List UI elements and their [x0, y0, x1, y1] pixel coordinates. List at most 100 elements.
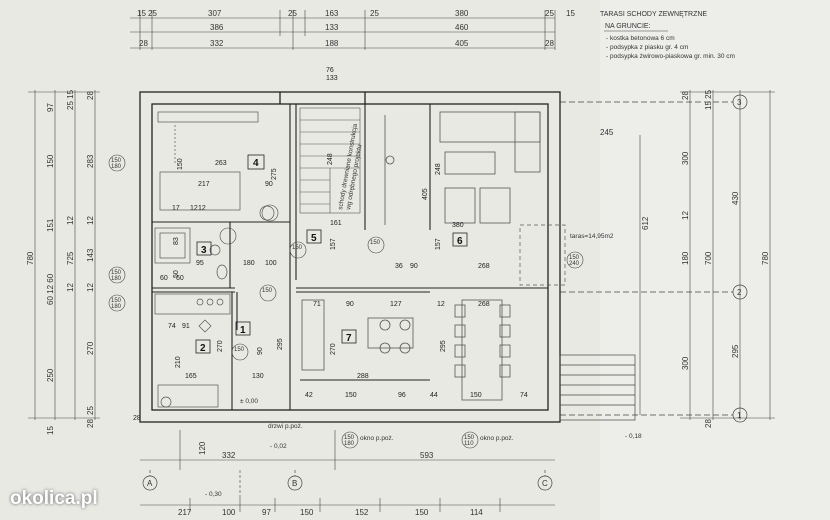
bubble-3-bot: 180: [111, 304, 122, 310]
room-number-2: 2: [200, 343, 206, 354]
dim-top-row3-3: 188: [325, 39, 339, 48]
misc-dim-5: 12: [437, 301, 445, 308]
room3-dim-1: 83: [173, 237, 180, 245]
axis-label-c: C: [542, 479, 548, 488]
room3-dim-3: 50: [173, 270, 180, 278]
misc-dim-20: 100: [265, 260, 277, 267]
exterior-steps: [559, 354, 636, 421]
room1-dim-1: 90: [257, 347, 264, 355]
room2-dim-1: 270: [217, 340, 224, 352]
misc-dim-21: 28: [133, 415, 141, 422]
bubble-5-top: 150: [344, 435, 355, 441]
bubble-2-top: 150: [111, 270, 122, 276]
dim-right-outer: 780: [761, 251, 770, 265]
dim-left-edge-4: 12: [66, 283, 75, 292]
window-label-2: okno p.poż.: [480, 435, 514, 442]
interior-walls: [152, 104, 548, 410]
dim-right-inner-3: 700: [704, 251, 713, 265]
dim-top-7: 380: [455, 9, 469, 18]
dim-left-inner2-6: 25: [86, 406, 95, 415]
misc-dim-4: 90: [346, 301, 354, 308]
bubble-3-top: 150: [111, 298, 122, 304]
dim-top-row2-1: 386: [210, 23, 224, 32]
furniture-stairs: [299, 107, 361, 214]
axis-label-b: B: [292, 479, 297, 488]
room4-dim-4: 90: [265, 181, 273, 188]
axis-label-2: 2: [737, 288, 742, 297]
axis-label-a: A: [147, 479, 153, 488]
bubble-4-top: 150: [569, 255, 580, 261]
dim-left-mid-3: 151: [46, 218, 55, 232]
dim-bottom-row2-6: 150: [415, 508, 429, 517]
misc-dim-1: 74: [168, 323, 176, 330]
top-dimension-row1: 15 25 307 25 163 25 380 25 15: [137, 9, 575, 18]
room-number-6: 6: [457, 236, 463, 247]
furniture-dining-table: [454, 299, 511, 401]
dim-top-row2-3: 460: [455, 23, 469, 32]
level-mark-3: - 0,30: [205, 491, 222, 498]
room2-dim-4: 130: [252, 373, 264, 380]
room4-dim-3: 217: [198, 181, 210, 188]
bubble-1-bot: 180: [111, 164, 122, 170]
right-dimension-lines: [639, 90, 775, 420]
terrace-area-label: taras=14,95m2: [570, 233, 614, 240]
misc-dim-15: 60: [176, 275, 184, 282]
room2-dim-3: 165: [185, 373, 197, 380]
left-dimension-lines: [28, 90, 100, 420]
misc-dim-12: 180: [243, 260, 255, 267]
room6-dim-5: 380: [452, 222, 464, 229]
room6-dim-3: 157: [435, 238, 442, 250]
misc-dimensions: 74 91 71 90 12 42 150 96 44 150 74 180 3…: [133, 67, 528, 422]
room1-dim-2: 295: [277, 338, 284, 350]
dim-bottom-row2-3: 97: [262, 508, 271, 517]
room6-dim-1: 405: [422, 188, 429, 200]
top-dimension-row3: 28 332 188 405 28: [139, 39, 554, 48]
dim-left-mid-2: 150: [46, 154, 55, 168]
dim-right-inner-1: 300: [681, 151, 690, 165]
dim-bottom-row2-1: 217: [178, 508, 192, 517]
dim-top-8: 25: [545, 9, 554, 18]
room6-dim-2: 248: [435, 163, 442, 175]
dimension-bubbles: [108, 154, 584, 449]
axis-label-3: 3: [737, 98, 742, 107]
bubble-2-bot: 180: [111, 276, 122, 282]
dim-left-edge-5: 28: [86, 419, 95, 428]
level-mark-2: - 0,02: [270, 443, 287, 450]
room-number-5: 5: [311, 233, 317, 244]
dim-top-row3-1: 28: [139, 39, 148, 48]
bottom-dimension-labels: 120 332 593 217 100 97 150 152 150 114: [178, 441, 483, 517]
room7-dim-4: 127: [390, 301, 402, 308]
bubble-10: 150: [370, 240, 381, 246]
misc-dim-6: 42: [305, 392, 313, 399]
dim-bottom-row2-5: 152: [355, 508, 369, 517]
dim-right-edge-4: 28: [704, 419, 713, 428]
dim-left-inner2-3: 143: [86, 248, 95, 262]
room4-dim-1: 263: [215, 160, 227, 167]
dim-right-side-2: 245: [600, 128, 614, 137]
dim-top-row3-5: 28: [545, 39, 554, 48]
room7-dim-3: 295: [440, 340, 447, 352]
misc-dim-13: 36: [395, 263, 403, 270]
bottom-dimension-lines: [140, 430, 555, 512]
dim-top-row2-2: 133: [325, 23, 339, 32]
dim-right-mid-1: 430: [731, 191, 740, 205]
axis-markers: [142, 94, 748, 491]
room-number-3: 3: [201, 245, 207, 256]
misc-dim-8: 96: [398, 392, 406, 399]
bubble-1-top: 150: [111, 158, 122, 164]
window-label-1: okno p.poż.: [360, 435, 394, 442]
axis-label-1: 1: [737, 411, 742, 420]
furniture-living-room: [384, 111, 541, 225]
dim-left-inner2-5: 270: [86, 341, 95, 355]
dim-left-inner2-2: 12: [86, 216, 95, 225]
room7-dim-1: 270: [330, 343, 337, 355]
dim-top-1: 15: [137, 9, 146, 18]
room-number-1: 1: [240, 325, 246, 336]
room-number-4: 4: [253, 158, 259, 169]
dim-left-inner: 725: [66, 251, 75, 265]
dim-left-mid-5: 250: [46, 368, 55, 382]
watermark-logo: okolica.pl: [10, 488, 98, 509]
dim-left-outer: 780: [26, 251, 35, 265]
level-mark-1: ± 0,00: [240, 398, 258, 405]
